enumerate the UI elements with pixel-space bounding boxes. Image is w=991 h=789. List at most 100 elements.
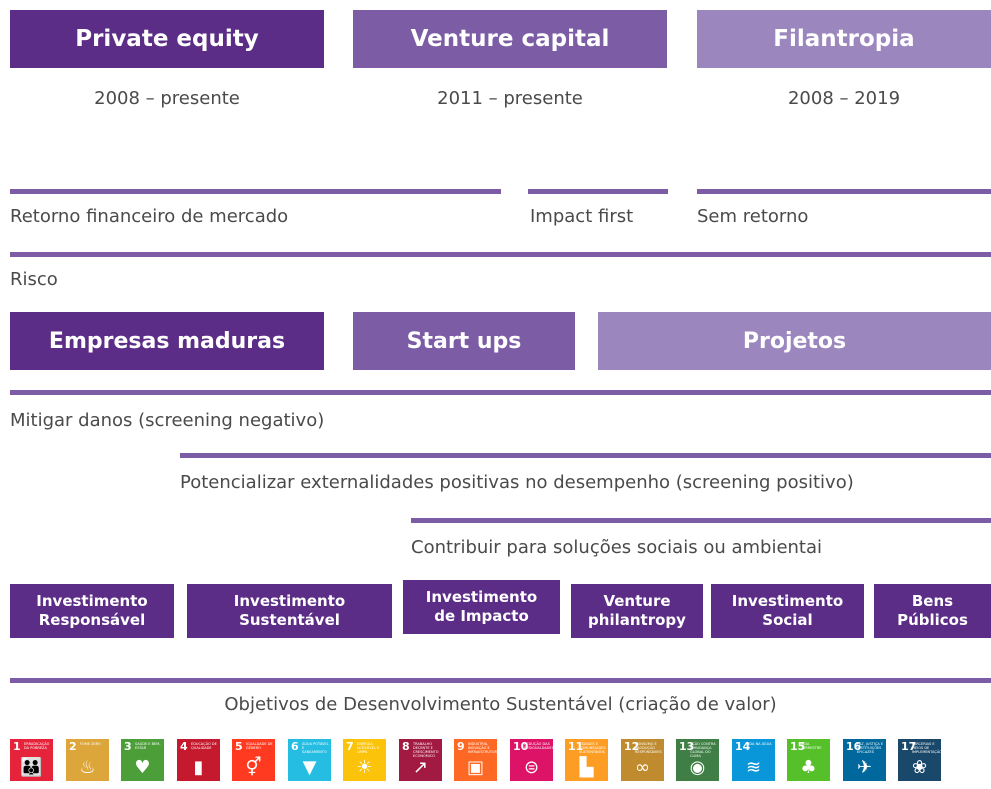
- sdg-number: 11: [568, 740, 584, 753]
- sdg-title: PARCERIAS E MEIOS DE IMPLEMENTAÇÃO: [912, 742, 941, 754]
- sustainable-investment-line2: Sustentável: [239, 611, 340, 629]
- bowl-icon: ♨: [79, 757, 96, 778]
- sdg-title: CIDADES E COMUNIDADES SUSTENTÁVEIS: [579, 742, 606, 754]
- filantropia-label: Filantropia: [773, 26, 915, 52]
- sdg-line: [10, 678, 991, 683]
- public-goods-line2: Públicos: [897, 611, 968, 629]
- risk-line: [10, 252, 991, 257]
- sdg-number: 4: [180, 740, 188, 753]
- projects-box: Projetos: [598, 312, 991, 370]
- sdg-number: 16: [846, 740, 862, 753]
- sdg-number: 7: [346, 740, 354, 753]
- sdg-number: 15: [790, 740, 806, 753]
- projects-label: Projetos: [742, 328, 847, 354]
- leverage-line: [180, 453, 991, 458]
- venture-philanthropy-line2: philantropy: [588, 611, 686, 629]
- startups-label: Start ups: [406, 328, 522, 354]
- venture-capital-period: 2011 – presente: [437, 88, 583, 109]
- cubes-icon: ▣: [466, 757, 484, 778]
- sdg-title: ÁGUA POTÁVEL E SANEAMENTO: [302, 742, 329, 754]
- sdg-title: TRABALHO DECENTE E CRESCIMENTO ECONÔMICO: [413, 742, 439, 758]
- tree-icon: ♣: [800, 757, 817, 778]
- gender-icon: ⚥: [245, 757, 262, 778]
- sdg-number: 13: [679, 740, 695, 753]
- sdg-title: INDÚSTRIA, INOVAÇÃO E INFRAESTRUTURA: [468, 742, 497, 754]
- contribute-label: Contribuir para soluções sociais ou ambi…: [411, 537, 823, 558]
- water-icon: ▼: [302, 757, 317, 778]
- venture-philanthropy-line1: Venture: [603, 592, 671, 610]
- sdg-number: 1: [13, 740, 21, 753]
- sdg-label: Objetivos de Desenvolvimento Sustentável…: [224, 694, 777, 715]
- sdg-number: 9: [457, 740, 465, 753]
- sdg-title: VIDA NA ÁGUA: [746, 742, 772, 746]
- sdg-number: 14: [735, 740, 751, 753]
- sdg-title: VIDA TERRESTRE: [801, 742, 822, 750]
- sdg-number: 12: [624, 740, 640, 753]
- no-return-label: Sem retorno: [697, 206, 809, 227]
- filantropia-box: Filantropia: [697, 10, 991, 68]
- responsible-investment-line2: Responsável: [38, 611, 146, 629]
- sdg-title: ENERGIA ACESSÍVEL E LIMPA: [357, 742, 380, 754]
- sdg-number: 10: [513, 740, 529, 753]
- public-goods-line1: Bens: [911, 592, 954, 610]
- social-investment-line1: Investimento: [731, 592, 844, 610]
- social-investment-line2: Social: [762, 611, 813, 629]
- sdg-number: 8: [402, 740, 410, 753]
- sdg-title: AÇÃO CONTRA A MUDANÇA GLOBAL DO CLIMA: [690, 742, 716, 758]
- sdg-title: IGUALDADE DE GÊNERO: [246, 742, 273, 750]
- heartbeat-icon: ♥: [134, 757, 151, 778]
- sdg-title: ERRADICAÇÃO DA POBREZA: [24, 742, 50, 750]
- impact-investment-line2: de Impacto: [434, 607, 529, 625]
- people-icon: 👪: [20, 757, 43, 778]
- private-equity-label: Private equity: [75, 26, 259, 52]
- infinity-icon: ∞: [635, 757, 650, 778]
- eye-icon: ◉: [689, 757, 706, 778]
- sdg-title: FOME ZERO: [80, 742, 101, 746]
- responsible-investment-line1: Investimento: [36, 592, 148, 610]
- startups-box: Start ups: [353, 312, 575, 370]
- sdg-number: 17: [901, 740, 917, 753]
- sdg-title: REDUÇÃO DAS DESIGUALDADES: [524, 742, 553, 750]
- venture-capital-box: Venture capital: [353, 10, 667, 68]
- sustainable-investment-line1: Investimento: [233, 592, 346, 610]
- sdg-title: EDUCAÇÃO DE QUALIDADE: [191, 742, 217, 750]
- dove-icon: ✈: [856, 757, 873, 778]
- private-equity-box: Private equity: [10, 10, 324, 68]
- equal-icon: ⊜: [523, 757, 540, 778]
- sdg-number: 6: [291, 740, 299, 753]
- sdg-title: CONSUMO E PRODUÇÃO RESPONSÁVEIS: [635, 742, 662, 754]
- sdg-title: PAZ, JUSTIÇA E INSTITUIÇÕES EFICAZES: [857, 742, 884, 754]
- private-equity-period: 2008 – presente: [94, 88, 240, 109]
- sun-icon: ☀: [356, 757, 373, 778]
- impact-first-line: [528, 189, 668, 194]
- impact-first-label: Impact first: [530, 206, 634, 227]
- city-icon: ▙: [579, 757, 594, 778]
- mitigate-line: [10, 390, 991, 395]
- impact-investment-line1: Investimento: [425, 588, 538, 606]
- no-return-line: [697, 189, 991, 194]
- leverage-label: Potencializar externalidades positivas n…: [180, 472, 854, 493]
- mature-companies-label: Empresas maduras: [48, 328, 286, 354]
- risk-label: Risco: [10, 269, 58, 290]
- contribute-line: [411, 518, 991, 523]
- sdg-title: SAÚDE E BEM-ESTAR: [135, 742, 161, 750]
